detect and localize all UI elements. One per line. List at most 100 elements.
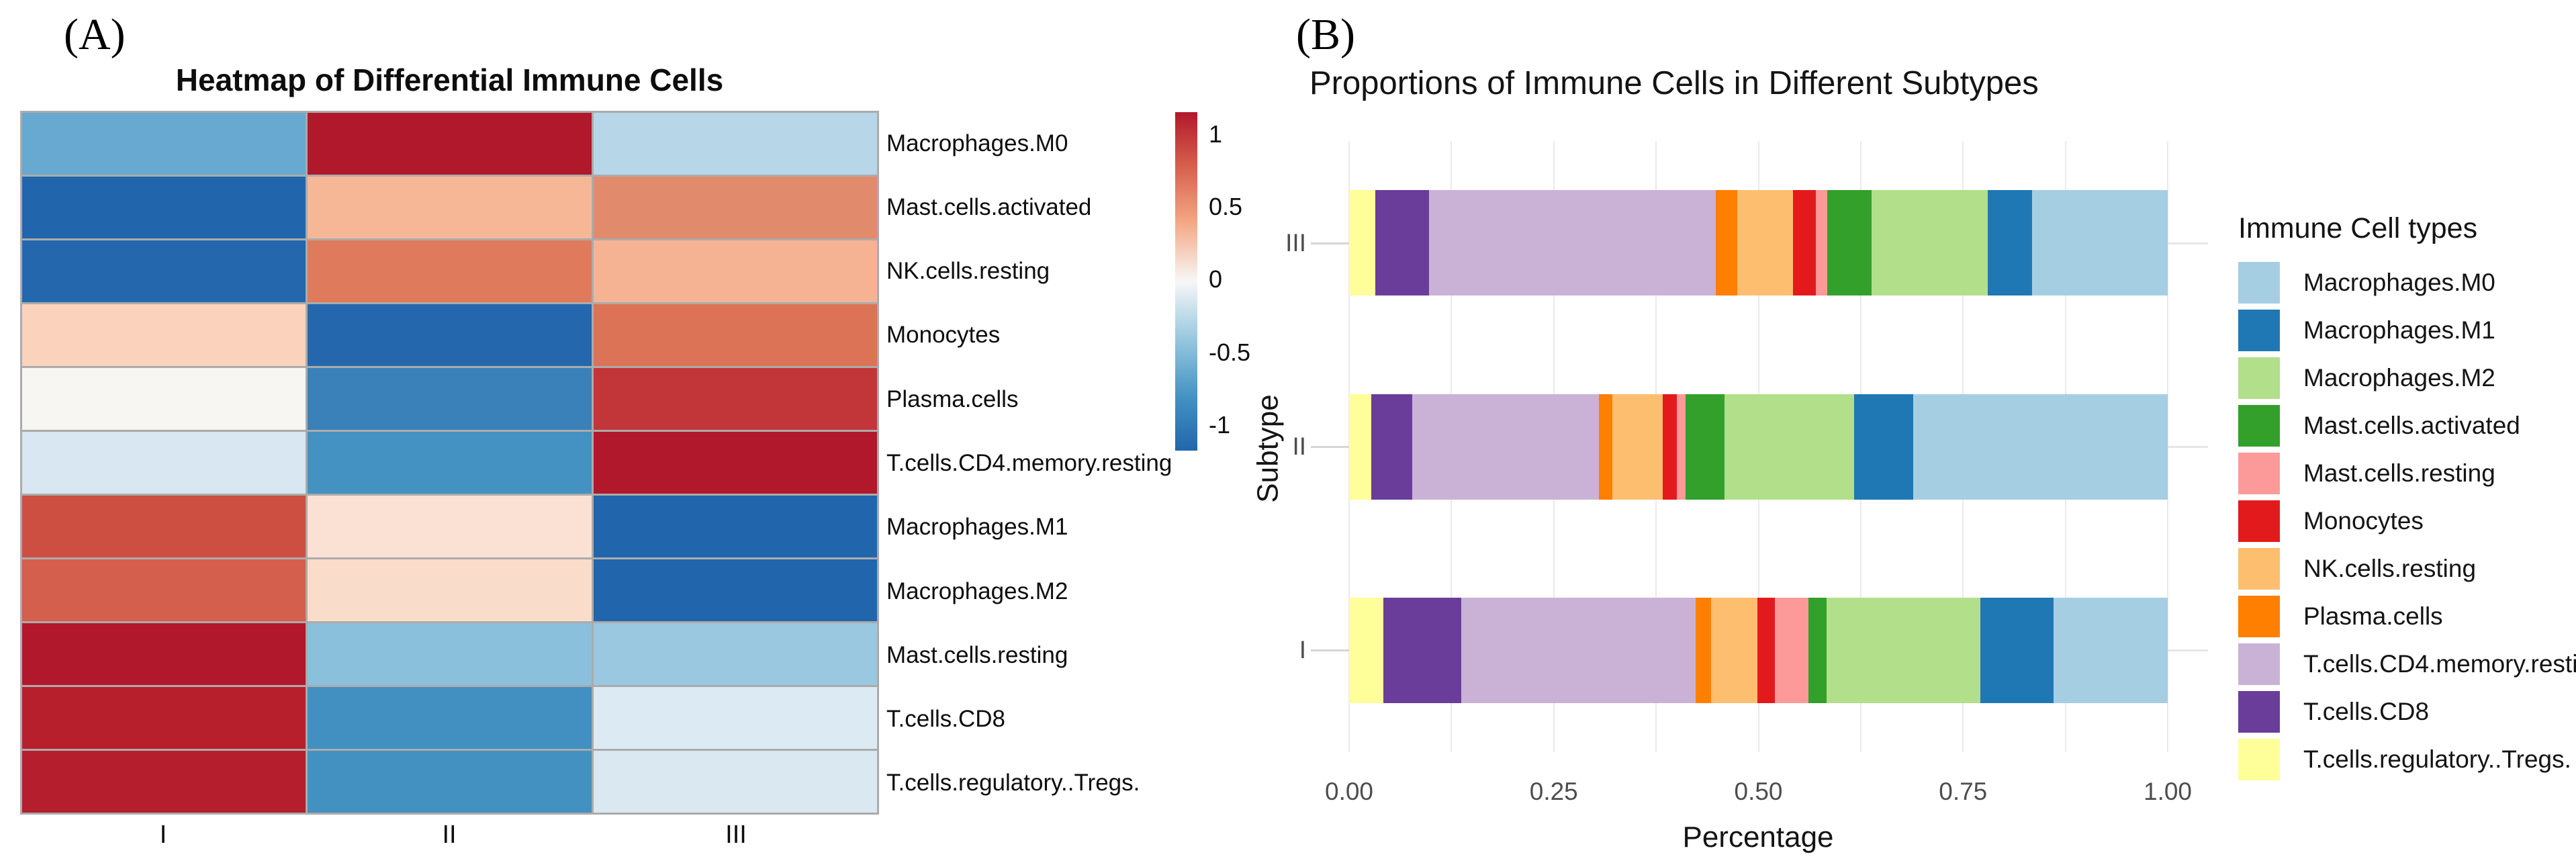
stacked-bar-i <box>1349 597 2168 703</box>
bar-segment <box>1792 190 1816 296</box>
heatmap-cell <box>22 113 306 175</box>
bar-segment <box>1383 597 1461 703</box>
heatmap-grid <box>20 111 879 815</box>
y-tick-label: I <box>1299 636 1306 664</box>
colorbar-tick-label: 0.5 <box>1209 193 1243 221</box>
legend-swatch <box>2238 596 2280 637</box>
heatmap-row-label: NK.cells.resting <box>886 258 1050 285</box>
bar-segment <box>2031 190 2168 296</box>
legend-label: T.cells.CD4.memory.resting <box>2303 650 2576 678</box>
legend-label: Plasma.cells <box>2303 602 2443 630</box>
bar-segment <box>1913 394 2168 500</box>
heatmap-cell <box>308 113 592 175</box>
bar-segment <box>1662 394 1677 500</box>
heatmap-col-label: III <box>725 821 747 849</box>
x-tick-label: 1.00 <box>2143 778 2193 805</box>
legend-label: Monocytes <box>2303 507 2424 535</box>
legend-label: Mast.cells.activated <box>2303 412 2520 439</box>
bar-segment <box>1854 394 1913 500</box>
heatmap-cell <box>308 623 592 685</box>
x-tick-label: 0.00 <box>1324 778 1374 805</box>
y-gridline-dash <box>2168 446 2208 448</box>
bar-segment <box>1757 597 1775 703</box>
bar-segment <box>1827 190 1872 296</box>
bar-segment <box>1349 190 1375 296</box>
bar-segment <box>1349 394 1371 500</box>
heatmap-cell <box>22 751 306 813</box>
heatmap-cell <box>22 368 306 430</box>
legend-swatch <box>2238 548 2280 590</box>
bar-segment <box>1461 597 1696 703</box>
legend-swatch <box>2238 262 2280 304</box>
heatmap-cell <box>593 368 877 430</box>
heatmap-cell <box>593 751 877 813</box>
bar-segment <box>1826 597 1980 703</box>
bar-segment <box>1815 190 1827 296</box>
bar-segment <box>1808 597 1827 703</box>
bar-segment <box>1676 394 1686 500</box>
heatmap-cell <box>308 240 592 302</box>
legend-swatch <box>2238 310 2280 351</box>
bar-segment <box>1774 597 1808 703</box>
legend-label: Mast.cells.resting <box>2303 459 2495 487</box>
x-axis-title: Percentage <box>1682 821 1834 854</box>
legend-label: Macrophages.M0 <box>2303 269 2495 296</box>
y-axis-tick <box>1311 242 1349 244</box>
heatmap-cell <box>308 304 592 366</box>
heatmap-cell <box>593 623 877 685</box>
heatmap-cell <box>308 687 592 749</box>
legend-swatch <box>2238 739 2280 780</box>
bar-segment <box>1375 190 1430 296</box>
heatmap-col-label: II <box>442 821 457 849</box>
bar-segment <box>1598 394 1613 500</box>
heatmap-row-label: T.cells.CD8 <box>886 706 1005 733</box>
x-tick-label: 0.25 <box>1529 778 1578 805</box>
heatmap-row-label: Mast.cells.activated <box>886 193 1092 220</box>
y-gridline-dash <box>2168 242 2208 244</box>
bar-segment <box>1716 190 1737 296</box>
bar-segment <box>1737 190 1793 296</box>
bar-segment <box>1412 394 1599 500</box>
x-tick-label: 0.50 <box>1734 778 1783 805</box>
colorbar-tick-label: 0 <box>1209 265 1223 293</box>
heatmap-cell <box>22 687 306 749</box>
heatmap-cell <box>593 304 877 366</box>
bar-segment <box>1612 394 1663 500</box>
bar-segment <box>1429 190 1716 296</box>
colorbar-tick-label: 1 <box>1209 120 1223 148</box>
heatmap-row-label: Macrophages.M0 <box>886 130 1068 156</box>
bar-segment <box>1987 190 2032 296</box>
panel-b-label: (B) <box>1296 10 1355 59</box>
y-tick-label: III <box>1285 228 1306 257</box>
bar-segment <box>1980 597 2054 703</box>
heatmap-cell <box>22 304 306 366</box>
y-axis-tick <box>1311 649 1349 652</box>
bar-segment <box>1685 394 1725 500</box>
heatmap-row-label: Plasma.cells <box>886 385 1019 412</box>
colorbar-tick-label: -1 <box>1209 411 1231 439</box>
legend-swatch <box>2238 691 2280 733</box>
bar-segment <box>1871 190 1988 296</box>
bar-segment <box>2054 597 2168 703</box>
colorbar-gradient <box>1175 112 1197 451</box>
heatmap-cell <box>22 240 306 302</box>
heatmap-cell <box>593 687 877 749</box>
x-tick-label: 0.75 <box>1939 778 1988 805</box>
legend-swatch <box>2238 453 2280 494</box>
legend-swatch <box>2238 405 2280 447</box>
heatmap-cell <box>22 559 306 621</box>
heatmap-row-label: T.cells.CD4.memory.resting <box>886 450 1172 476</box>
heatmap-cell <box>308 559 592 621</box>
bar-chart-title: Proportions of Immune Cells in Different… <box>1309 65 2039 101</box>
heatmap-cell <box>22 432 306 494</box>
heatmap-cell <box>593 240 877 302</box>
heatmap-cell <box>22 496 306 557</box>
stacked-bar-ii <box>1349 394 2168 500</box>
heatmap-row-label: Macrophages.M2 <box>886 578 1068 604</box>
heatmap-cell <box>593 432 877 494</box>
panel-a-label: (A) <box>64 10 126 59</box>
bar-segment <box>1371 394 1412 500</box>
heatmap-cell <box>22 623 306 685</box>
heatmap-row-label: Mast.cells.resting <box>886 641 1068 668</box>
